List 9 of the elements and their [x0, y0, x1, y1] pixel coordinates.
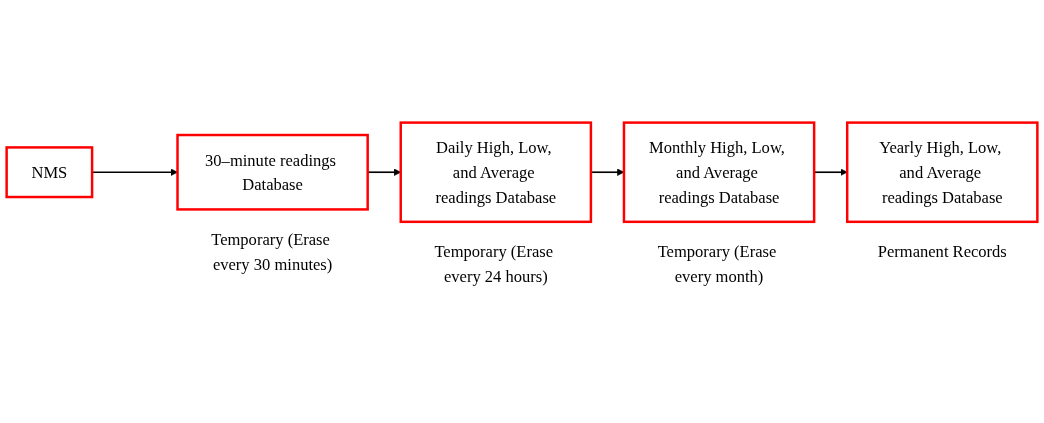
- node-box: Yearly High, Low, and Average readings Database: [845, 120, 1039, 223]
- node-box: Monthly High, Low, and Average readings Database: [622, 120, 816, 223]
- node-box: 30–minute readings Database: [176, 133, 369, 211]
- node-label: Temporary (Erase every month): [657, 242, 777, 286]
- node-label: Temporary (Erase every 24 hours): [434, 242, 554, 286]
- node-box: NMS: [5, 145, 94, 198]
- node-box: Daily High, Low, and Average readings Database: [399, 120, 593, 223]
- node-label: Temporary (Erase every 30 minutes): [211, 229, 333, 273]
- node-label: Permanent Records: [877, 242, 1007, 261]
